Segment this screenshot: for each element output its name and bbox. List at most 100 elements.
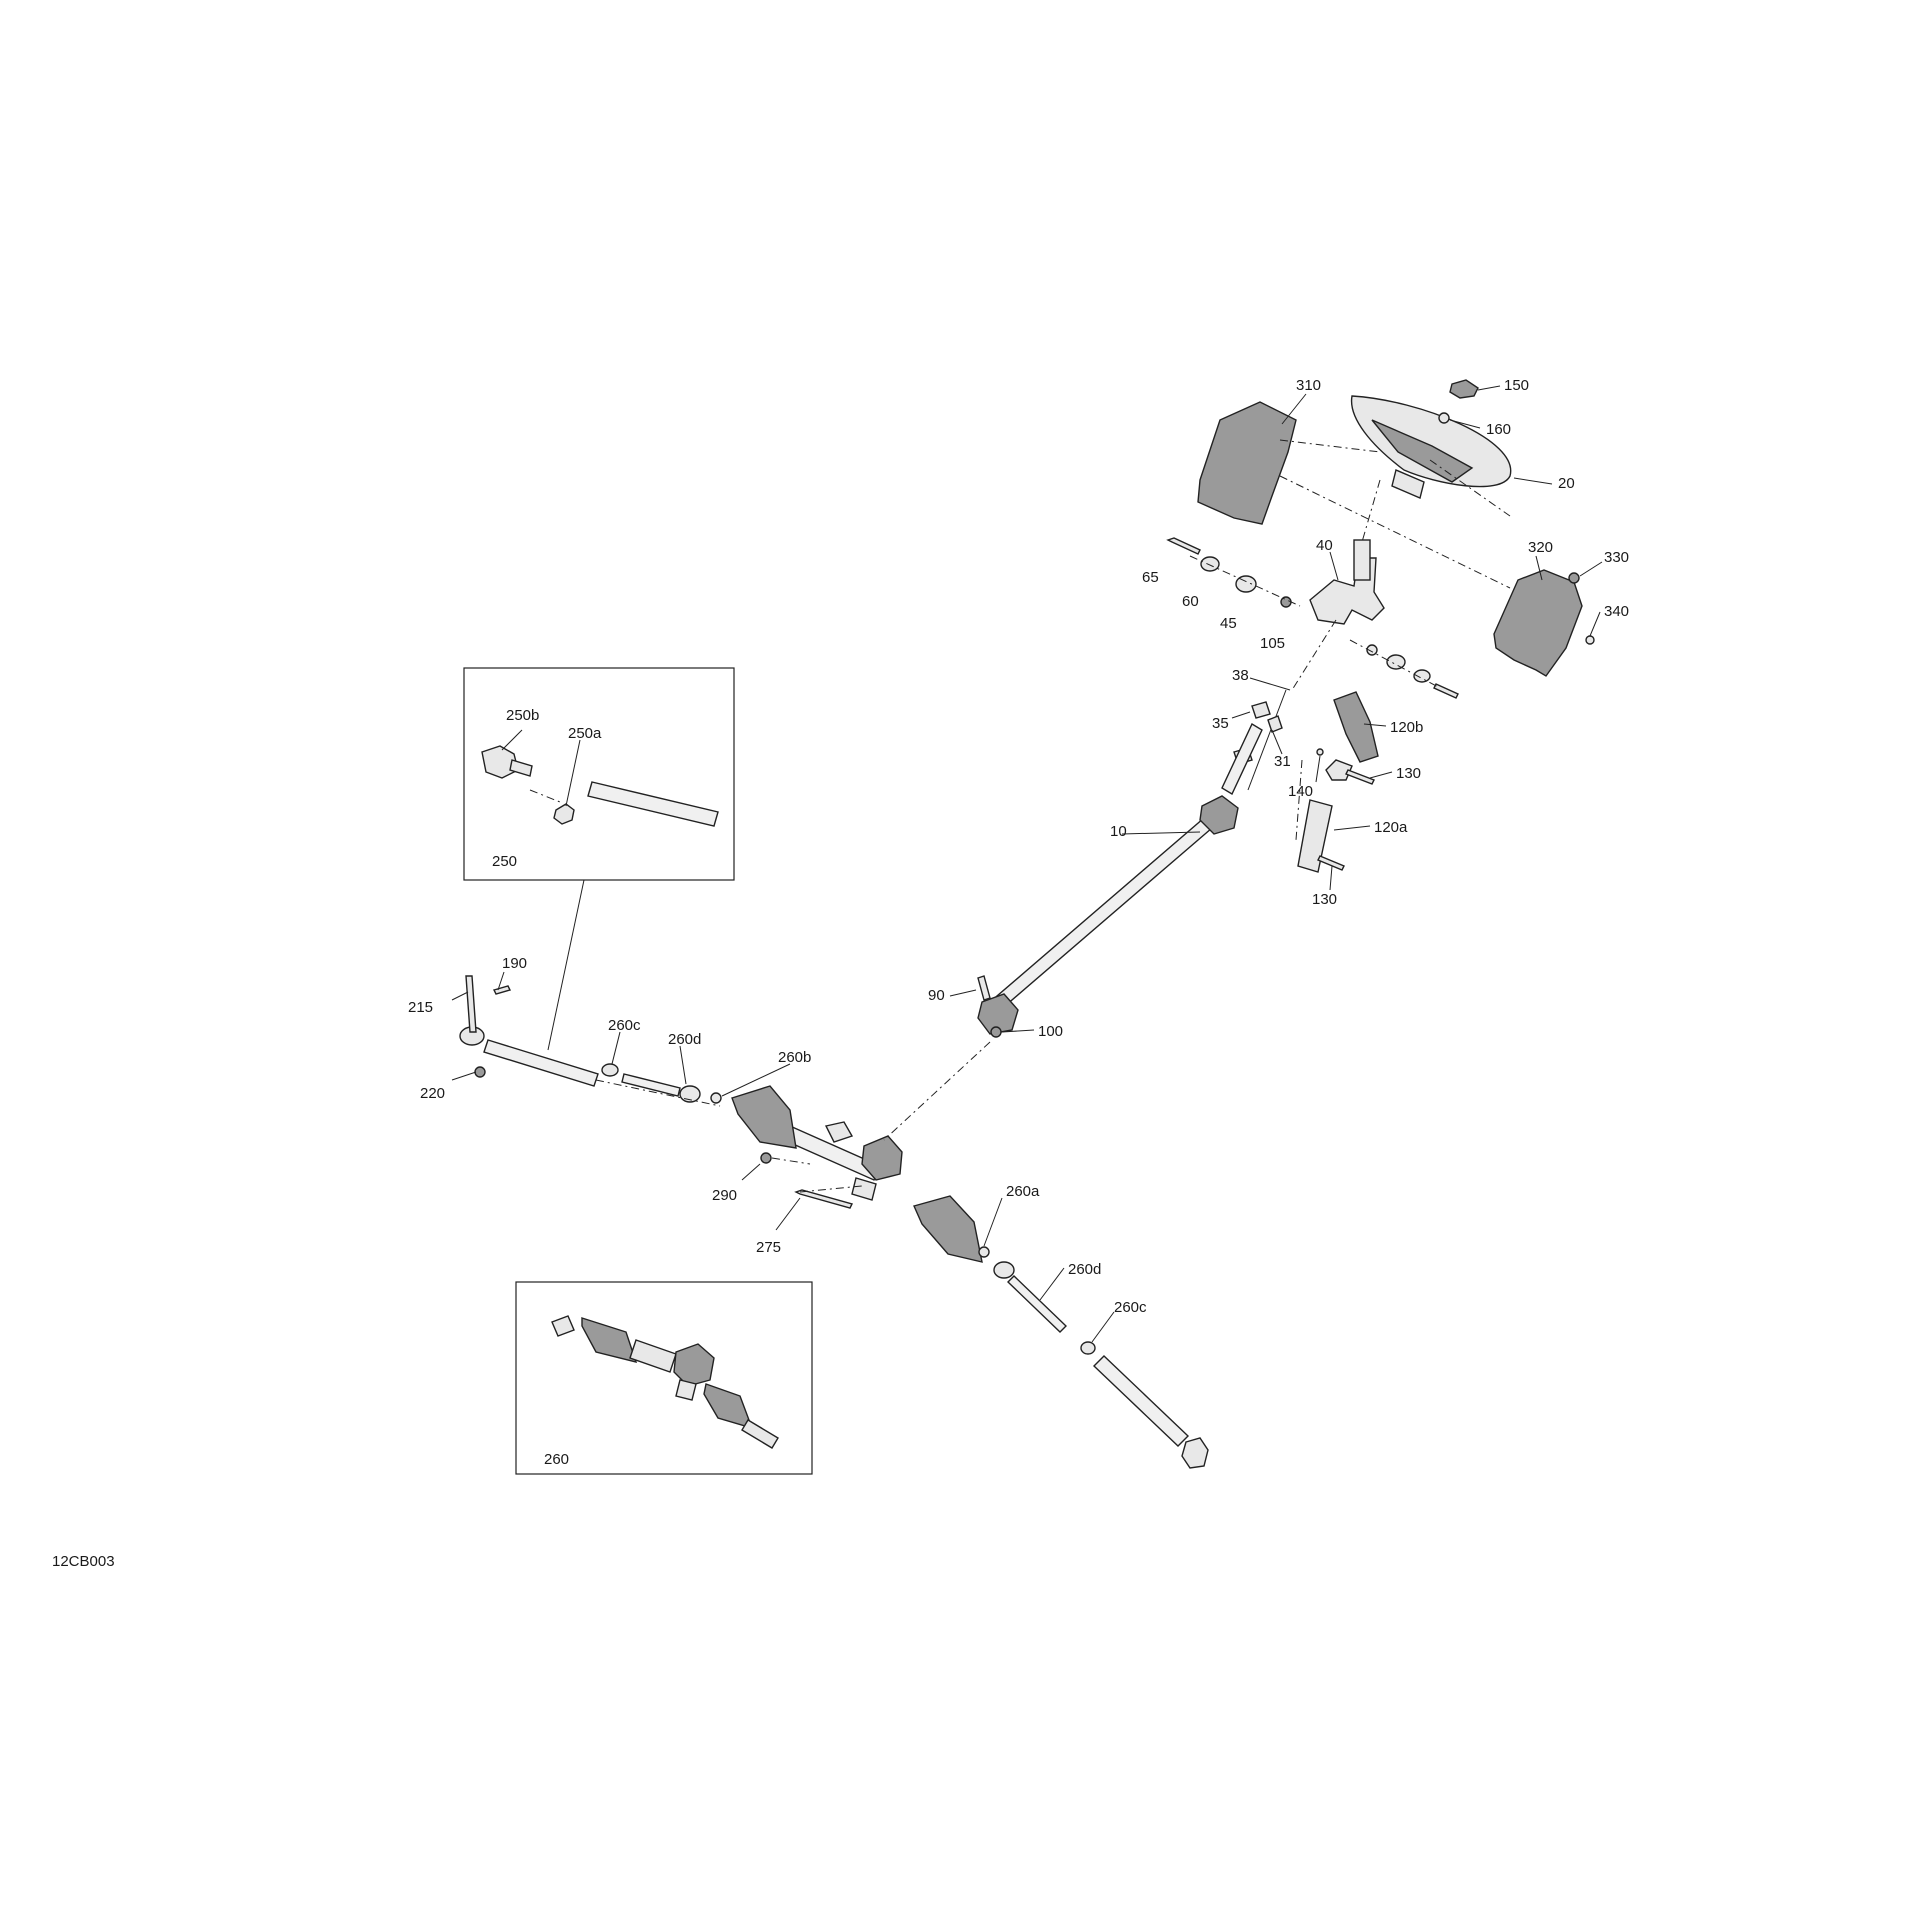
label-310: 310 — [1296, 377, 1321, 394]
label-40: 40 — [1316, 537, 1333, 554]
nut-220 — [474, 1066, 486, 1078]
bolt-90 — [977, 975, 991, 1001]
rack-mount — [824, 1121, 854, 1143]
column-tube — [1353, 539, 1371, 581]
screw-340 — [1585, 635, 1595, 645]
column-support-40 — [1309, 557, 1385, 625]
inner-end-left — [679, 1085, 701, 1103]
dash-310-20 — [1279, 439, 1381, 453]
u-joint-upper — [1199, 795, 1239, 835]
label-260d-right: 260d — [1068, 1261, 1101, 1278]
label-150: 150 — [1504, 377, 1529, 394]
clamp-260b — [710, 1092, 722, 1104]
label-190: 190 — [502, 955, 527, 972]
spring-31 — [1267, 715, 1283, 733]
rack-mount-lower — [851, 1177, 877, 1201]
boot-120b — [1333, 691, 1379, 763]
leader-lines — [451, 385, 1603, 1343]
tie-rod-end-right — [1181, 1437, 1209, 1469]
upper-shaft-38 — [1247, 689, 1287, 791]
dash-20-320 — [1429, 459, 1511, 517]
label-130b: 130 — [1312, 891, 1337, 908]
label-130a: 130 — [1396, 765, 1421, 782]
label-275: 275 — [756, 1239, 781, 1256]
inset-box-260 — [515, 1281, 813, 1475]
nut-100 — [990, 1026, 1002, 1038]
inner-tie-rod-260d-right — [1007, 1275, 1067, 1333]
label-250b: 250b — [506, 707, 539, 724]
label-60: 60 — [1182, 593, 1199, 610]
boot-260a — [913, 1195, 983, 1263]
bolt-65 — [1166, 537, 1201, 555]
tie-rod-left — [483, 1039, 599, 1087]
label-45: 45 — [1220, 615, 1237, 632]
inset-steering-rack-260 — [551, 1315, 779, 1449]
cover-310 — [1197, 401, 1297, 525]
screw-140 — [1316, 748, 1324, 756]
label-65: 65 — [1142, 569, 1159, 586]
dash-support-shaft — [1291, 619, 1337, 691]
label-260: 260 — [544, 1451, 569, 1468]
horn-cap-150 — [1449, 379, 1479, 399]
label-330: 330 — [1604, 549, 1629, 566]
label-340: 340 — [1604, 603, 1629, 620]
label-260c-right: 260c — [1114, 1299, 1147, 1316]
right-bolt — [1433, 683, 1459, 699]
inset-tie-rod-end-250 — [481, 745, 719, 827]
dash-left-tie — [595, 1079, 721, 1107]
clamp-260a — [978, 1246, 990, 1258]
upper-shaft-10 — [1221, 723, 1263, 795]
bolt-130b — [1317, 855, 1345, 871]
dash-bolt-support — [1189, 555, 1301, 607]
washer-60 — [1200, 556, 1220, 572]
nut-105 — [1280, 596, 1292, 608]
dampener-120a — [1297, 799, 1333, 873]
label-160: 160 — [1486, 421, 1511, 438]
label-260b: 260b — [778, 1049, 811, 1066]
tie-rod-right — [1092, 1355, 1190, 1447]
label-260c-left: 260c — [608, 1017, 641, 1034]
label-10: 10 — [1110, 823, 1127, 840]
label-38: 38 — [1232, 667, 1249, 684]
steering-wheel-20 — [1350, 395, 1512, 499]
dash-310-320 — [1279, 475, 1511, 589]
right-nut-a — [1366, 644, 1378, 656]
nut-160 — [1438, 412, 1450, 424]
right-washer — [1413, 669, 1431, 683]
label-105: 105 — [1260, 635, 1285, 652]
dash-wheel-column — [1361, 479, 1381, 543]
label-140: 140 — [1288, 783, 1313, 800]
bushing-45 — [1235, 575, 1257, 593]
inset-250-connector — [547, 879, 585, 1051]
inset-box-250 — [463, 667, 735, 881]
dash-dampener — [1295, 759, 1303, 841]
dash-support-right — [1349, 639, 1441, 689]
label-20: 20 — [1558, 475, 1575, 492]
jam-nut-260c-right — [1080, 1341, 1096, 1355]
label-120a: 120a — [1374, 819, 1408, 836]
u-joint-lower — [977, 993, 1019, 1035]
steering-shaft-10 — [989, 816, 1213, 1014]
inner-end-right — [993, 1261, 1015, 1279]
label-90: 90 — [928, 987, 945, 1004]
label-220: 220 — [420, 1085, 445, 1102]
right-bushing — [1386, 654, 1406, 670]
cover-320 — [1493, 569, 1583, 677]
nut-290 — [760, 1152, 772, 1164]
dash-290 — [771, 1157, 811, 1165]
boot-260b — [731, 1085, 797, 1149]
label-320: 320 — [1528, 539, 1553, 556]
label-250: 250 — [492, 853, 517, 870]
label-250a: 250a — [568, 725, 602, 742]
label-260a: 260a — [1006, 1183, 1040, 1200]
clip-330 — [1568, 572, 1580, 584]
bolt-275 — [794, 1189, 854, 1209]
cotter-190 — [492, 985, 512, 995]
label-100: 100 — [1038, 1023, 1063, 1040]
bolt-215 — [465, 975, 477, 1033]
label-120b: 120b — [1390, 719, 1423, 736]
label-215: 215 — [408, 999, 433, 1016]
inner-tie-rod-260d-left — [621, 1073, 681, 1097]
dash-275 — [799, 1185, 863, 1193]
